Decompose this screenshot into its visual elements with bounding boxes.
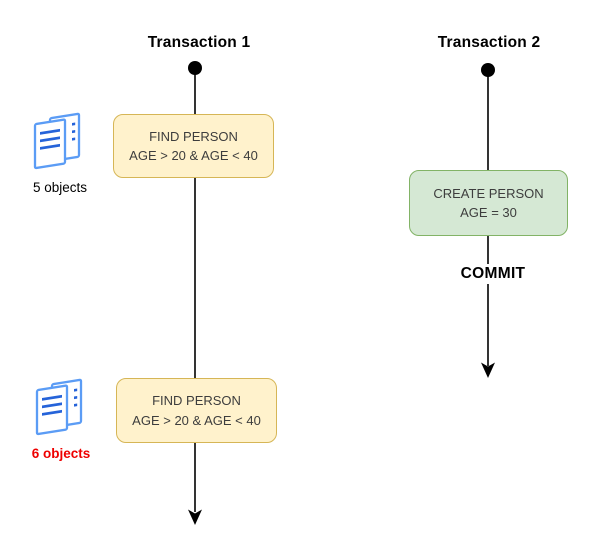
create-person-box: CREATE PERSON AGE = 30: [409, 170, 568, 236]
find-person-box-2: FIND PERSON AGE > 20 & AGE < 40: [116, 378, 277, 443]
create-person-box-line2: AGE = 30: [460, 205, 517, 220]
transaction2-title: Transaction 2: [437, 34, 541, 51]
objects-count-before: 5 objects: [32, 180, 88, 195]
transaction2-start-dot-icon: [481, 63, 495, 77]
find-person-box-1-line1: FIND PERSON: [149, 128, 238, 144]
transaction1-start-dot-icon: [188, 61, 202, 75]
find-person-box-1: FIND PERSON AGE > 20 & AGE < 40: [113, 114, 274, 178]
transaction1-arrow-down-icon: [188, 509, 202, 525]
documents-icon: [33, 112, 81, 170]
documents-icon: [35, 378, 83, 436]
commit-label: COMMIT: [452, 264, 534, 284]
create-person-box-line1: CREATE PERSON: [433, 185, 544, 201]
find-person-box-1-line2: AGE > 20 & AGE < 40: [129, 148, 258, 163]
transaction1-title: Transaction 1: [147, 34, 251, 51]
objects-count-after: 6 objects: [31, 446, 91, 461]
find-person-box-2-line1: FIND PERSON: [152, 393, 241, 408]
transaction2-arrow-down-icon: [481, 362, 495, 378]
find-person-box-2-line2: AGE > 20 & AGE < 40: [132, 412, 261, 428]
